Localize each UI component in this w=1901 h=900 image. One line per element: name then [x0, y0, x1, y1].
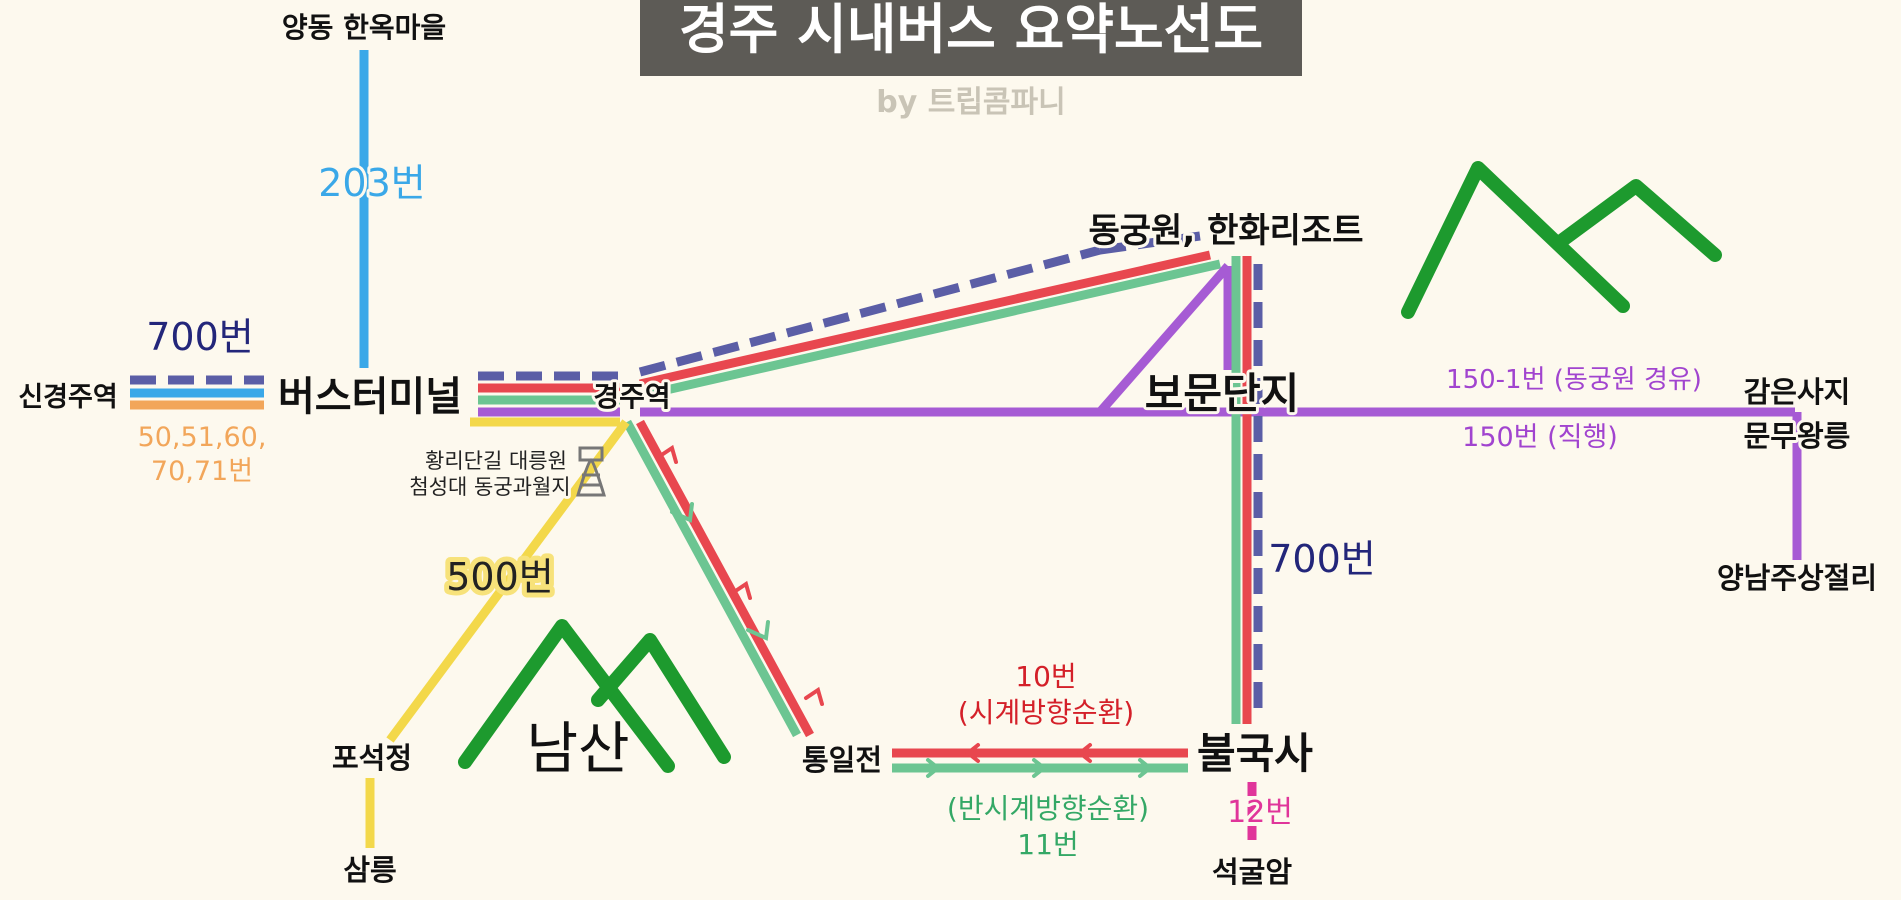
station-tongiljeon: 통일전 [802, 743, 882, 777]
map-title: 경주 시내버스 요약노선도 [679, 0, 1263, 61]
route-11-station-donggung [639, 259, 1221, 401]
route-10-direction: (시계방향순환) [958, 696, 1134, 729]
map-subtitle: by 트립콤파니 [876, 85, 1065, 120]
route-11-arrows [670, 502, 1154, 778]
route-50s-label-line2: 70,71번 [151, 456, 253, 487]
route-10-diagonal [636, 419, 814, 738]
station-yangnam: 양남주상절리 [1717, 561, 1877, 595]
station-bus-terminal: 버스터미널 [278, 374, 462, 420]
route-10-label: 10번 [1015, 660, 1076, 693]
namsan-label: 남산 [526, 717, 629, 782]
route-50s-label-line1: 50,51,60, [138, 422, 267, 453]
route-12-label: 12번 [1227, 795, 1293, 830]
station-singyeongju: 신경주역 [18, 382, 117, 413]
route-11-diagonal [623, 419, 801, 738]
station-yangdong: 양동 한옥마을 [282, 11, 446, 44]
station-poseokjeong: 포석정 [332, 741, 412, 775]
landmark-label-line1: 황리단길 대릉원 [425, 449, 567, 473]
route-10-arrows [658, 444, 1092, 763]
route-700-left-label: 700번 [146, 315, 254, 359]
mountain-icon-east [1401, 161, 1722, 319]
route-150-1-label: 150-1번 (동궁원 경유) [1446, 365, 1702, 395]
route-150-label: 150번 (직행) [1462, 422, 1618, 453]
route-700-station-donggung-2 [1099, 231, 1201, 255]
route-150-1-branch [1096, 263, 1232, 415]
route-700-station-donggung [638, 245, 1102, 377]
station-samneung: 삼릉 [343, 853, 396, 887]
station-donggungwon: 동궁원, 한화리조트 [1089, 211, 1364, 251]
mountain-icon-namsan [458, 619, 731, 773]
route-11-direction: (반시계방향순환) [947, 792, 1149, 825]
route-11-label: 11번 [1017, 828, 1078, 861]
station-gameunsaji: 감은사지 [1744, 375, 1851, 409]
station-bomun: 보문단지 [1145, 369, 1300, 418]
station-bulguksa: 불국사 [1197, 729, 1313, 778]
title-box [640, 0, 1302, 76]
route-700-right-label: 700번 [1268, 537, 1376, 581]
station-munmu: 문무왕릉 [1744, 419, 1851, 453]
cheomseongdae-icon [575, 446, 607, 497]
route-500-label: 500번 [446, 555, 554, 599]
station-seokguram: 석굴암 [1212, 855, 1292, 889]
route-10-station-donggung [639, 250, 1211, 389]
route-203-label: 203번 [318, 161, 426, 205]
landmark-label-line2: 첨성대 동궁과월지 [409, 475, 570, 499]
station-gyeongju: 경주역 [593, 380, 670, 413]
